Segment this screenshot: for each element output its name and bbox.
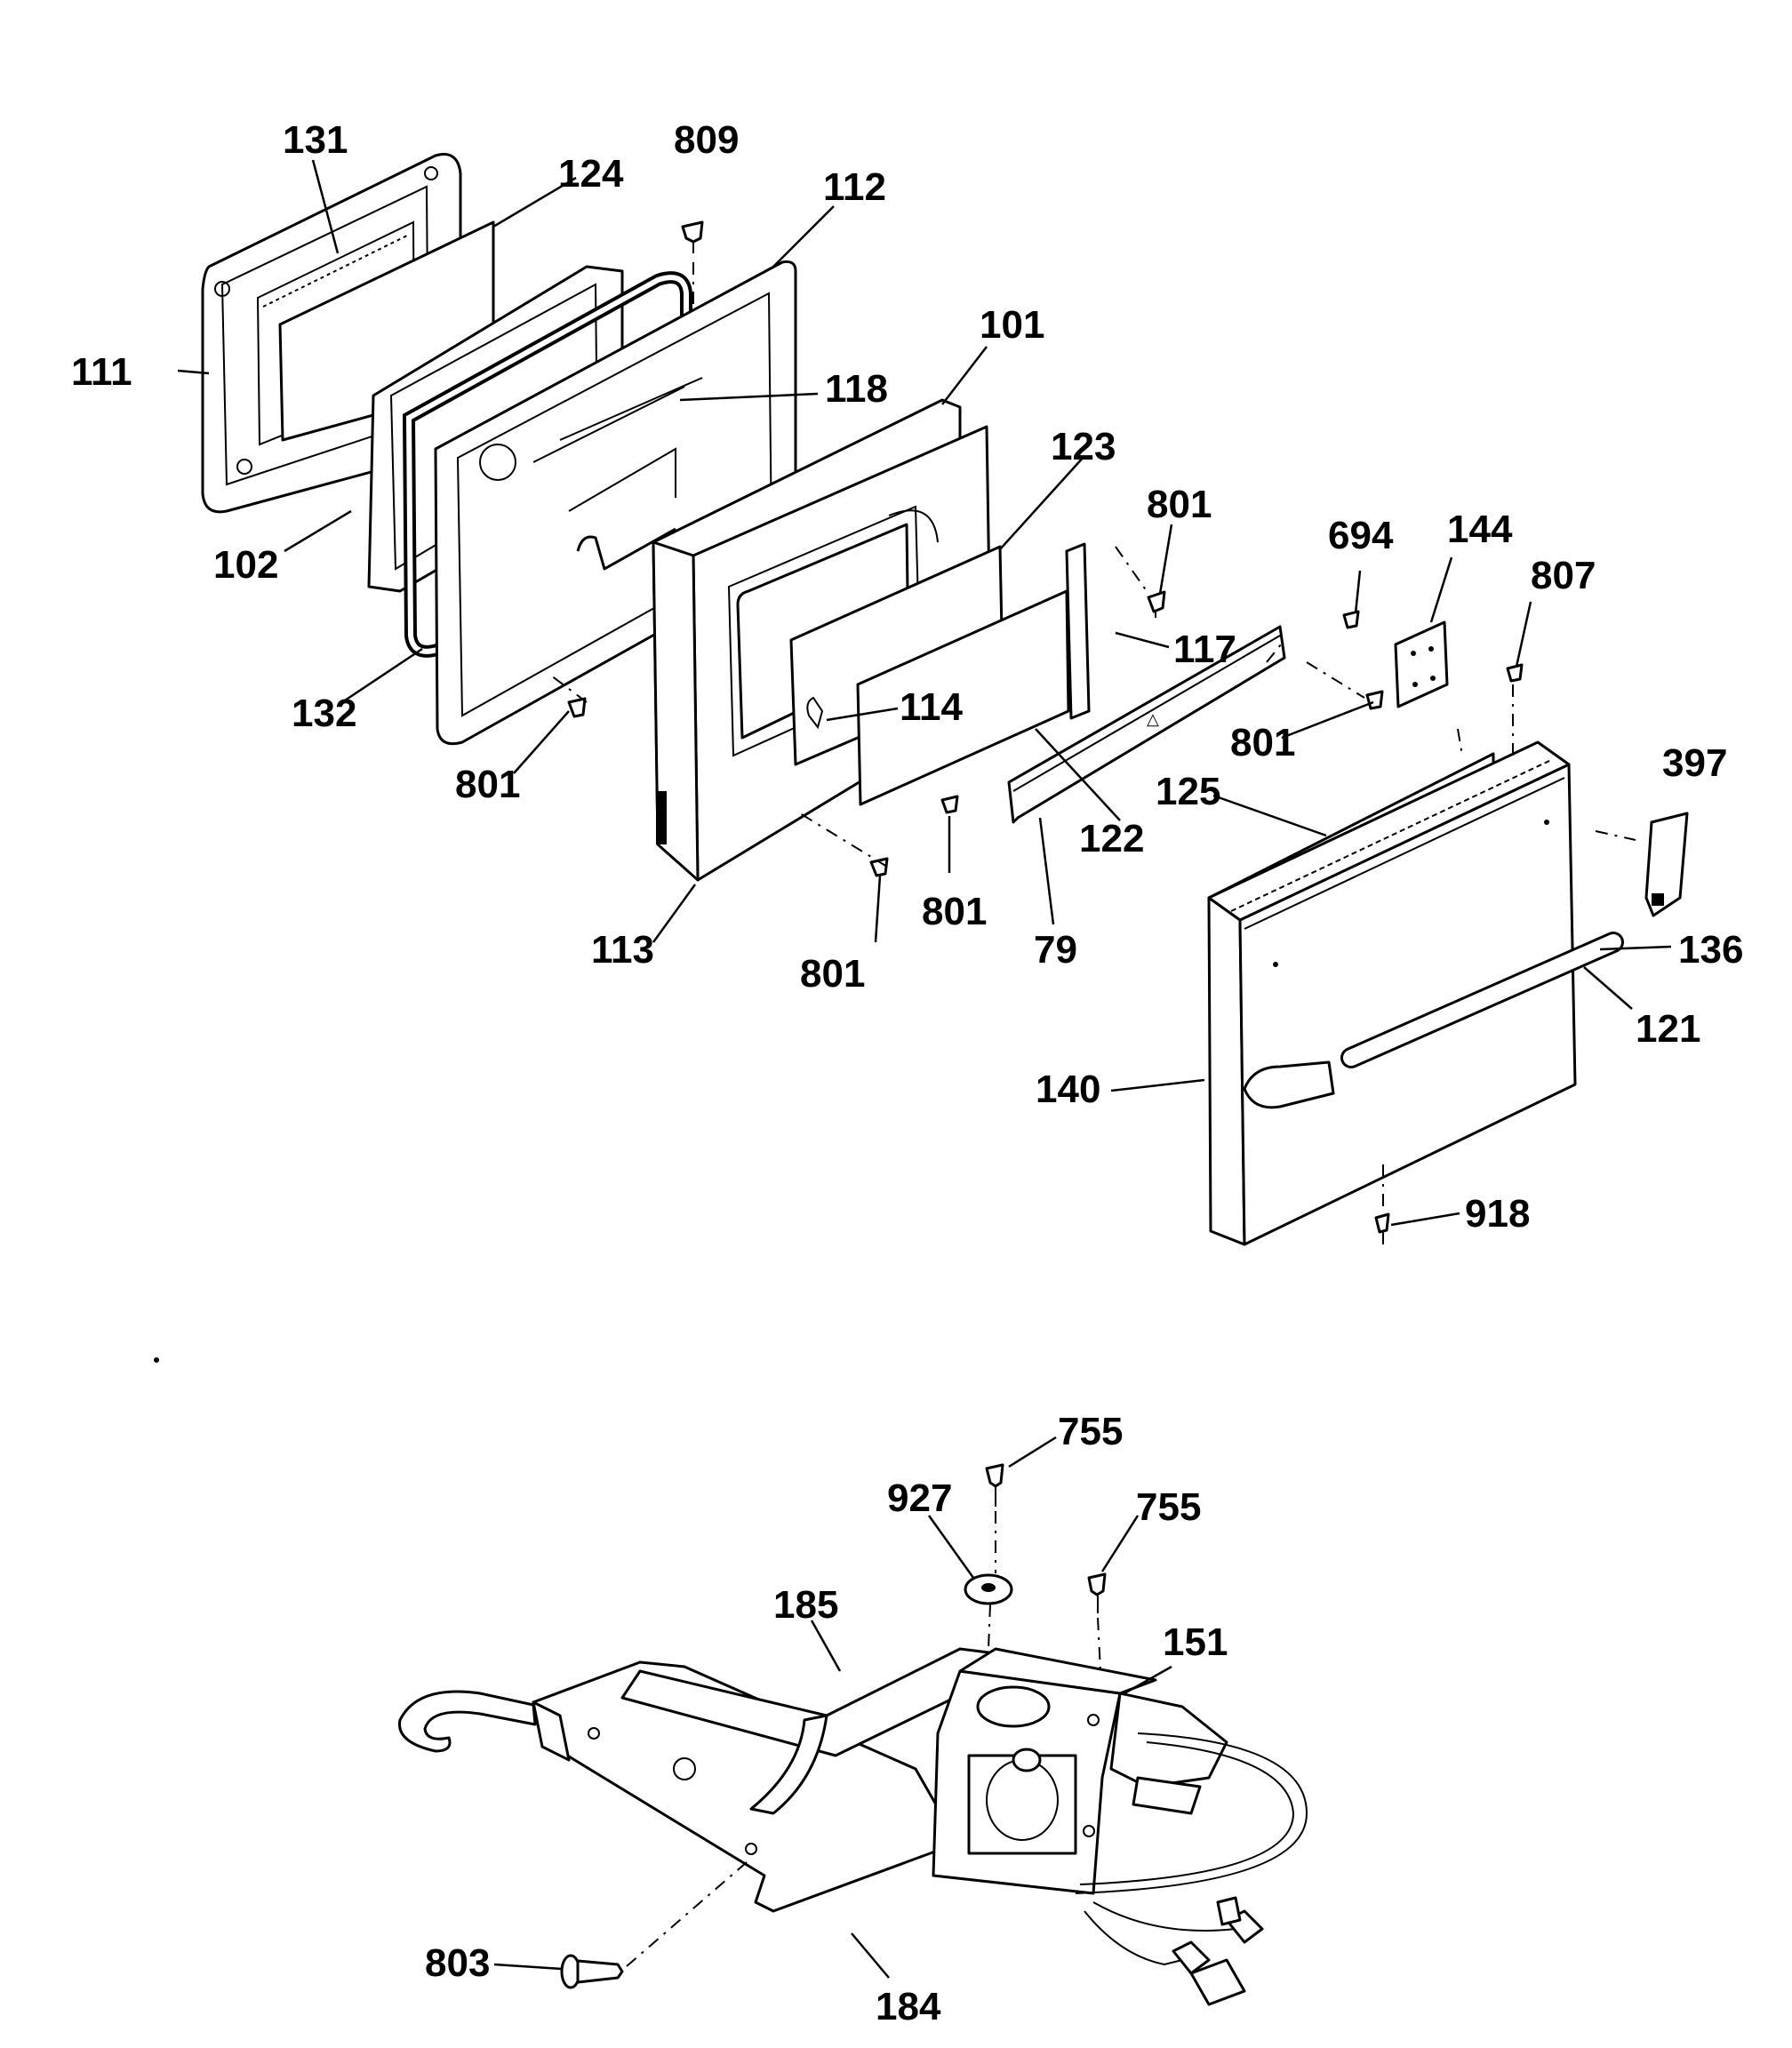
- label-755a: 755: [1058, 1410, 1123, 1453]
- label-151: 151: [1163, 1620, 1228, 1664]
- label-801c: 801: [455, 763, 520, 806]
- oven-door-assembly: △: [201, 153, 1689, 1246]
- label-79: 79: [1034, 928, 1077, 972]
- stray-mark: [154, 1357, 159, 1363]
- label-397: 397: [1662, 741, 1727, 785]
- label-118: 118: [825, 367, 888, 411]
- part-113-front-panel: [652, 540, 700, 882]
- screw-801b: [1365, 690, 1384, 710]
- leader-lines: [177, 159, 1672, 1979]
- label-102: 102: [213, 543, 278, 587]
- part-140-outer-door: [1207, 740, 1577, 1246]
- part-117-bracket: [1065, 542, 1091, 720]
- label-801b: 801: [1230, 721, 1295, 764]
- part-927-washer: [964, 1573, 1013, 1605]
- label-185: 185: [773, 1583, 838, 1627]
- part-151-motor-housing: [932, 1647, 1228, 1895]
- screw-803: [560, 1954, 624, 1989]
- screw-918: [1374, 1212, 1390, 1244]
- label-125: 125: [1156, 770, 1220, 813]
- screw-801e: [869, 857, 889, 877]
- screw-801d: [940, 795, 959, 814]
- latch-hook: [398, 1690, 537, 1753]
- label-111: 111: [71, 350, 132, 394]
- screw-807: [1506, 663, 1524, 683]
- label-918: 918: [1465, 1192, 1530, 1236]
- label-694: 694: [1328, 514, 1394, 557]
- label-801d: 801: [922, 890, 987, 933]
- label-184: 184: [876, 1985, 941, 2028]
- label-801a: 801: [1147, 483, 1212, 526]
- label-803: 803: [425, 1941, 490, 1985]
- label-144: 144: [1447, 508, 1513, 551]
- screw-755a: [985, 1463, 1004, 1507]
- label-809: 809: [674, 118, 739, 162]
- part-112-door-liner: [434, 260, 797, 746]
- part-144-plate: [1394, 620, 1449, 708]
- part-397-end-cap: [1644, 812, 1689, 917]
- label-140: 140: [1036, 1068, 1100, 1111]
- screw-801c: [567, 697, 587, 718]
- part-114-glass: [806, 589, 1070, 806]
- label-117: 117: [1173, 628, 1236, 671]
- label-755b: 755: [1136, 1485, 1201, 1529]
- label-114: 114: [900, 685, 964, 729]
- part-136-handle: [1243, 932, 1624, 1109]
- screw-809: [681, 220, 704, 253]
- label-112: 112: [823, 165, 886, 209]
- label-122: 122: [1079, 817, 1144, 860]
- label-807: 807: [1531, 554, 1596, 597]
- screw-755b: [1087, 1572, 1107, 1613]
- label-123: 123: [1051, 425, 1116, 468]
- door-latch-assembly: [398, 1463, 1308, 2006]
- label-927: 927: [887, 1476, 952, 1520]
- screw-694: [1342, 610, 1360, 629]
- label-121: 121: [1636, 1007, 1700, 1051]
- part-labels: 131 124 809 112 111 118 101 102 123 801 …: [71, 118, 1743, 2028]
- wire-harness: [1075, 1732, 1308, 2006]
- label-113: 113: [591, 928, 654, 972]
- svg-text:△: △: [1147, 710, 1159, 728]
- label-124: 124: [558, 152, 624, 196]
- part-118-rod: [559, 377, 703, 441]
- label-136: 136: [1678, 928, 1743, 972]
- screw-801a: [1147, 590, 1166, 618]
- label-132: 132: [292, 692, 356, 735]
- label-801e: 801: [800, 952, 865, 996]
- label-131: 131: [283, 118, 348, 162]
- label-101: 101: [980, 303, 1044, 347]
